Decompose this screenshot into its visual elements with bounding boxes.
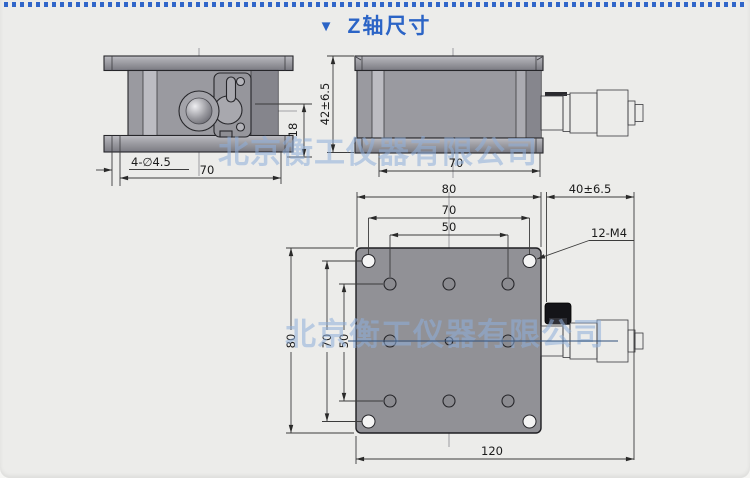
dim-text-front-width: 70 — [200, 163, 215, 177]
dim-text-hole-span-height: 70 — [320, 334, 334, 349]
front-screw-top — [235, 76, 246, 87]
dim-text-height: 42±6.5 — [318, 83, 332, 126]
page-title: Z轴尺寸 — [347, 15, 432, 38]
top-dim-plate-width: 80 — [357, 182, 541, 200]
dim-text-thread: 12-M4 — [591, 226, 627, 240]
side-view: 42±6.5 70 — [318, 48, 644, 178]
dim-text-hole-span-width: 70 — [442, 203, 457, 217]
front-dim-width: 70 — [120, 152, 282, 184]
corner-hole — [522, 414, 537, 429]
dim-text-plate-width: 80 — [442, 182, 457, 196]
front-top-plate — [103, 55, 294, 72]
dim-text-holes: 4-∅4.5 — [131, 155, 171, 169]
front-view: 18 4-∅4.5 70 — [96, 48, 312, 186]
corner-hole — [522, 254, 537, 268]
side-dim-height: 42±6.5 — [318, 55, 354, 153]
dim-text-side-width: 70 — [449, 156, 464, 170]
top-dim-overall-length: 120 — [355, 436, 634, 464]
top-dim-hole-span-height: 70 — [320, 260, 362, 422]
dim-text-overall-length: 120 — [481, 444, 503, 458]
corner-hole — [361, 254, 376, 268]
front-dim-holes: 4-∅4.5 — [96, 152, 189, 186]
front-dim-travel: 18 — [255, 103, 312, 158]
top-view: 80 40±6.5 70 50 12-M4 — [284, 182, 644, 464]
mounting-hole — [501, 394, 515, 408]
side-dim-width: 70 — [378, 153, 541, 177]
dim-text-grid-span-height: 50 — [337, 334, 351, 349]
top-dim-micrometer-length: 40±6.5 — [546, 182, 634, 200]
side-micrometer — [540, 89, 644, 137]
top-thread-callout: 12-M4 — [536, 226, 634, 260]
front-screw-bottom — [235, 122, 246, 132]
side-bottom-plate — [354, 137, 544, 154]
mounting-hole — [501, 277, 515, 291]
dim-text-grid-span-width: 50 — [442, 220, 457, 234]
section-header: ▼ Z轴尺寸 — [0, 10, 750, 40]
side-body — [356, 69, 542, 139]
watermark-lower: 北京衡工仪器有限公司 — [285, 317, 605, 353]
watermark-upper: 北京衡工仪器有限公司 — [218, 135, 538, 171]
dim-text-micrometer-length: 40±6.5 — [569, 182, 612, 196]
top-dim-grid-span-width: 50 — [389, 220, 509, 277]
triangle-marker-icon: ▼ — [318, 18, 334, 35]
front-bottom-plate — [103, 134, 294, 153]
dim-text-plate-height: 80 — [284, 334, 298, 349]
mounting-hole — [383, 277, 397, 291]
corner-hole — [361, 414, 376, 429]
mounting-hole — [442, 277, 456, 291]
mounting-hole — [442, 394, 456, 408]
mounting-hole — [383, 394, 397, 408]
top-dim-plate-height: 80 — [284, 247, 354, 434]
dim-text-travel: 18 — [286, 123, 300, 138]
top-dim-hole-span-width: 70 — [368, 203, 530, 254]
corner-holes — [361, 254, 537, 429]
dotted-divider — [4, 2, 746, 7]
side-top-plate — [354, 55, 544, 72]
front-knob-ball — [185, 97, 213, 125]
front-slot — [225, 76, 237, 103]
top-dim-grid-span-height: 50 — [337, 283, 383, 402]
